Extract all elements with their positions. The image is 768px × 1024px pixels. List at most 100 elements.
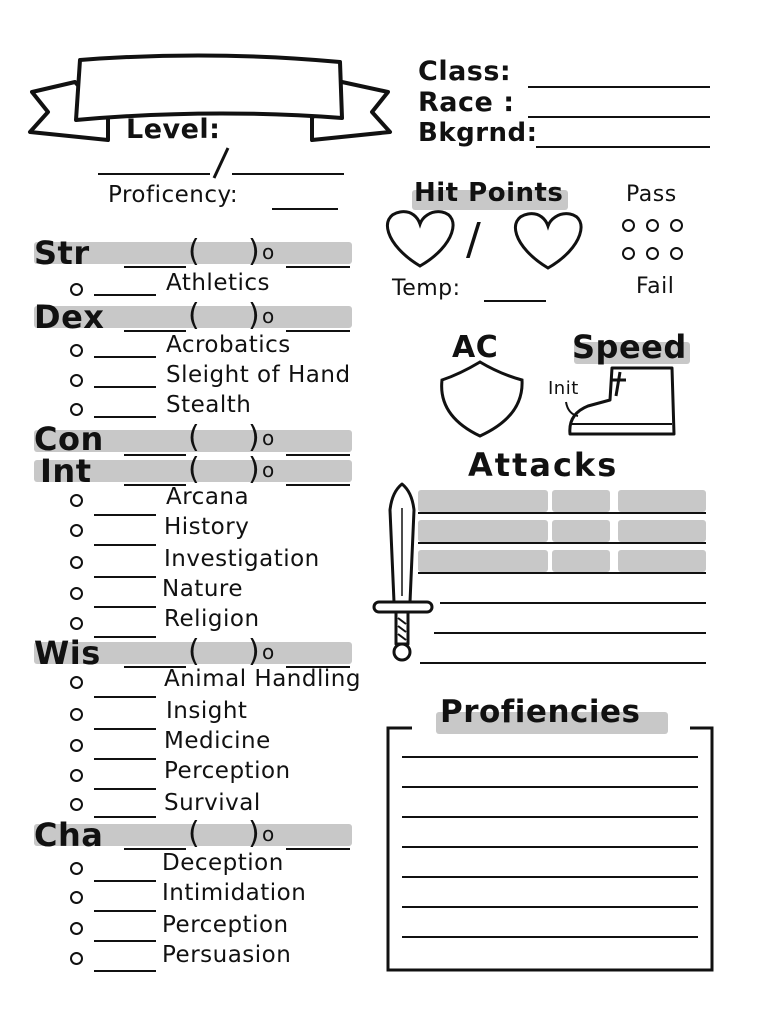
skill-modifier-field[interactable] xyxy=(94,356,156,358)
skill-modifier-field[interactable] xyxy=(94,294,156,296)
death-save-pass-1[interactable] xyxy=(622,219,635,232)
ability-wis-score[interactable] xyxy=(124,666,186,668)
death-save-fail-1[interactable] xyxy=(622,247,635,260)
skill-medicine: Medicine xyxy=(164,728,271,754)
skill-proficiency-toggle[interactable] xyxy=(70,494,83,507)
skill-modifier-field[interactable] xyxy=(94,386,156,388)
skill-proficiency-toggle[interactable] xyxy=(70,587,83,600)
ability-dex-label: Dex xyxy=(34,298,105,336)
skill-modifier-field[interactable] xyxy=(94,940,156,942)
level-input-line[interactable] xyxy=(98,173,210,175)
ability-str-highlight xyxy=(34,242,352,264)
attack-notes-line-1[interactable] xyxy=(440,602,706,604)
attack-row-3-bonus[interactable] xyxy=(552,550,610,572)
ability-int-open-paren: ( xyxy=(188,452,201,487)
skill-modifier-field[interactable] xyxy=(94,514,156,516)
ability-int-score[interactable] xyxy=(124,484,186,486)
proficiencies-line-7[interactable] xyxy=(402,936,698,938)
skill-proficiency-toggle[interactable] xyxy=(70,739,83,752)
ability-dex-save[interactable] xyxy=(286,330,350,332)
attack-row-2-name[interactable] xyxy=(418,520,548,542)
ability-str-label: Str xyxy=(34,234,90,272)
skill-proficiency-toggle[interactable] xyxy=(70,891,83,904)
attack-row-2-bonus[interactable] xyxy=(552,520,610,542)
banner-icon xyxy=(28,53,392,142)
attack-row-1-damage[interactable] xyxy=(618,490,706,512)
skill-proficiency-toggle[interactable] xyxy=(70,708,83,721)
ability-wis-close-paren: ) xyxy=(248,634,261,669)
skill-stealth: Stealth xyxy=(166,392,252,418)
skill-proficiency-toggle[interactable] xyxy=(70,524,83,537)
boot-icon xyxy=(568,366,676,436)
death-save-fail-3[interactable] xyxy=(670,247,683,260)
skill-proficiency-toggle[interactable] xyxy=(70,798,83,811)
attack-notes-line-2[interactable] xyxy=(434,632,706,634)
skill-proficiency-toggle[interactable] xyxy=(70,676,83,689)
skill-proficiency-toggle[interactable] xyxy=(70,283,83,296)
background-field[interactable] xyxy=(536,146,710,148)
init-arrow xyxy=(565,401,579,417)
ability-int-save[interactable] xyxy=(286,484,350,486)
skill-modifier-field[interactable] xyxy=(94,416,156,418)
skill-survival: Survival xyxy=(164,790,261,816)
ability-str-close-paren: ) xyxy=(248,234,261,269)
skill-nature: Nature xyxy=(162,576,243,602)
race-label: Race : xyxy=(418,87,515,118)
attack-row-3-name[interactable] xyxy=(418,550,548,572)
ability-cha-close-paren: ) xyxy=(248,816,261,851)
skill-modifier-field[interactable] xyxy=(94,880,156,882)
attack-underline-1 xyxy=(418,512,706,514)
attack-row-3-damage[interactable] xyxy=(618,550,706,572)
level-xp-line[interactable] xyxy=(232,173,344,175)
proficiencies-line-2[interactable] xyxy=(402,786,698,788)
proficiency-field[interactable] xyxy=(272,208,338,210)
proficiencies-line-5[interactable] xyxy=(402,876,698,878)
skill-proficiency-toggle[interactable] xyxy=(70,403,83,416)
attack-row-2-damage[interactable] xyxy=(618,520,706,542)
attack-notes-line-3[interactable] xyxy=(420,662,706,664)
skill-proficiency-toggle[interactable] xyxy=(70,952,83,965)
skill-proficiency-toggle[interactable] xyxy=(70,769,83,782)
proficiencies-line-6[interactable] xyxy=(402,906,698,908)
level-slash xyxy=(212,147,230,179)
ability-cha-score[interactable] xyxy=(124,848,186,850)
ability-dex-score[interactable] xyxy=(124,330,186,332)
skill-modifier-field[interactable] xyxy=(94,606,156,608)
temp-hp-field[interactable] xyxy=(484,300,546,302)
attack-row-1-name[interactable] xyxy=(418,490,548,512)
skill-modifier-field[interactable] xyxy=(94,788,156,790)
death-save-pass-2[interactable] xyxy=(646,219,659,232)
death-save-fail-2[interactable] xyxy=(646,247,659,260)
ability-wis-open-paren: ( xyxy=(188,634,201,669)
attack-row-1-bonus[interactable] xyxy=(552,490,610,512)
skill-modifier-field[interactable] xyxy=(94,758,156,760)
ability-cha-save[interactable] xyxy=(286,848,350,850)
skill-modifier-field[interactable] xyxy=(94,696,156,698)
race-field[interactable] xyxy=(528,116,710,118)
skill-proficiency-toggle[interactable] xyxy=(70,556,83,569)
ability-wis-save[interactable] xyxy=(286,666,350,668)
ability-con-close-paren: ) xyxy=(248,420,261,455)
skill-modifier-field[interactable] xyxy=(94,728,156,730)
skill-modifier-field[interactable] xyxy=(94,816,156,818)
death-save-pass-3[interactable] xyxy=(670,219,683,232)
skill-proficiency-toggle[interactable] xyxy=(70,922,83,935)
skill-modifier-field[interactable] xyxy=(94,636,156,638)
skill-modifier-field[interactable] xyxy=(94,910,156,912)
ability-int-highlight xyxy=(34,460,352,482)
proficiencies-line-4[interactable] xyxy=(402,846,698,848)
proficiencies-line-3[interactable] xyxy=(402,816,698,818)
skill-proficiency-toggle[interactable] xyxy=(70,617,83,630)
skill-modifier-field[interactable] xyxy=(94,544,156,546)
ability-str-save[interactable] xyxy=(286,266,350,268)
skill-proficiency-toggle[interactable] xyxy=(70,862,83,875)
skill-modifier-field[interactable] xyxy=(94,970,156,972)
skill-modifier-field[interactable] xyxy=(94,576,156,578)
skill-proficiency-toggle[interactable] xyxy=(70,344,83,357)
proficiencies-line-1[interactable] xyxy=(402,756,698,758)
ability-con-save[interactable] xyxy=(286,454,350,456)
ability-con-score[interactable] xyxy=(124,454,186,456)
skill-proficiency-toggle[interactable] xyxy=(70,374,83,387)
class-field[interactable] xyxy=(528,86,710,88)
ability-str-score[interactable] xyxy=(124,266,186,268)
